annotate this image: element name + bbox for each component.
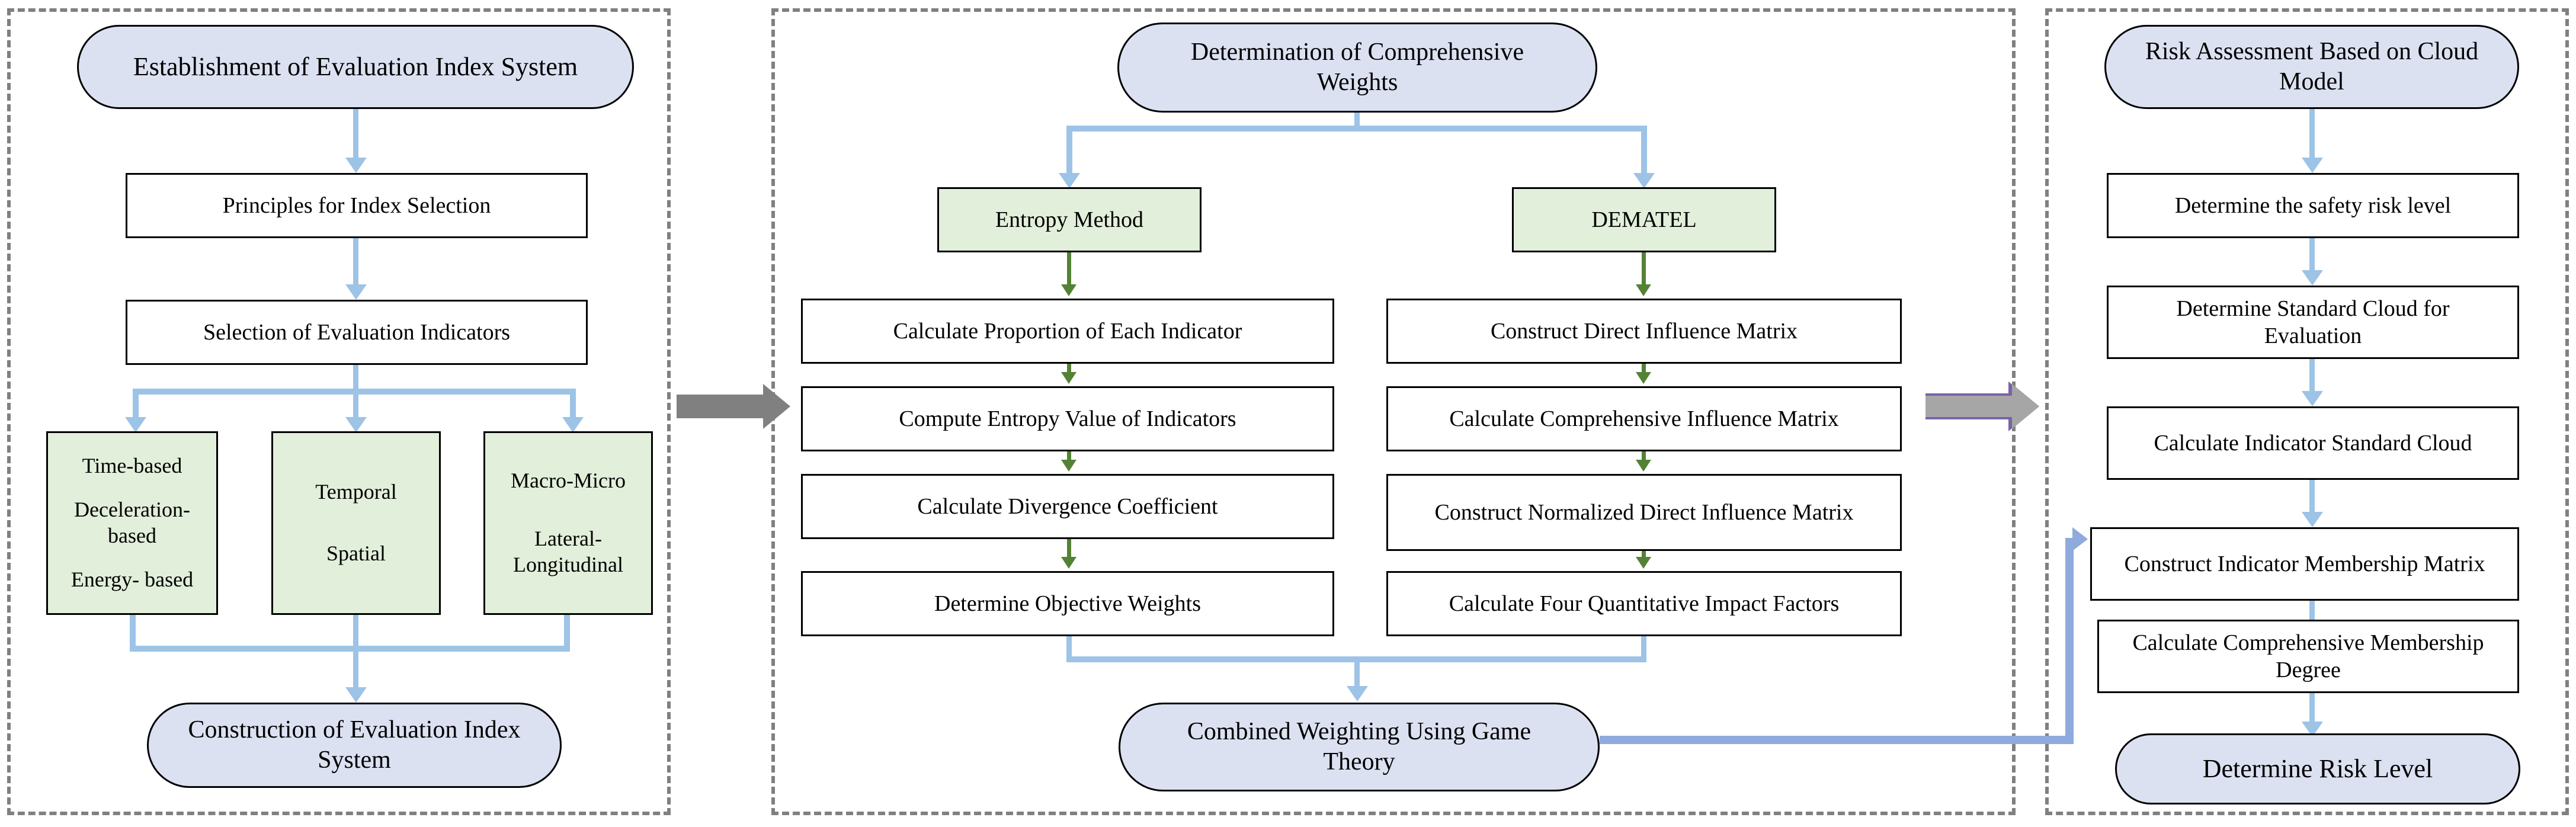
connector-p1-merge-stem — [353, 646, 358, 690]
connector-p2-split-left — [1066, 126, 1072, 175]
connector-p1-split-left-head — [125, 417, 146, 432]
node-calculate-divergence: Calculate Divergence Coefficient — [801, 474, 1334, 539]
connector-p2-d-d-head — [1636, 557, 1651, 569]
connector-p2-split-right-head — [1633, 173, 1655, 188]
risk-assessment-title-text: Risk Assessment Based on Cloud Model — [2145, 37, 2479, 95]
connector-p1-b-head — [345, 284, 367, 300]
connector-p3-f-line — [2309, 693, 2315, 726]
connector-p1-a-line — [353, 109, 358, 159]
connector-p3-c-line — [2309, 359, 2315, 395]
connector-p1-split-left — [133, 389, 139, 419]
feedback-arrow-head — [2072, 527, 2088, 551]
connector-p2-split-left-head — [1059, 173, 1080, 188]
combined-weighting-text: Combined Weighting Using Game Theory — [1187, 717, 1531, 775]
connector-p1-merge-left — [130, 615, 136, 650]
node-entropy-method: Entropy Method — [937, 187, 1202, 252]
node-calculate-comprehensive-membership-degree: Calculate Comprehensive Membership Degre… — [2097, 620, 2519, 693]
connector-p3-b-head — [2302, 270, 2323, 286]
node-indicator-group-temporal: Temporal Spatial — [271, 431, 441, 615]
node-calculate-indicator-standard-cloud: Calculate Indicator Standard Cloud — [2107, 406, 2519, 480]
node-calculate-four-quantitative-impact-factors: Calculate Four Quantitative Impact Facto… — [1386, 571, 1902, 636]
node-selection-of-evaluation-indicators: Selection of Evaluation Indicators — [126, 300, 588, 365]
feedback-line-horizontal — [1600, 736, 2074, 744]
block-arrow-panel2-to-panel3 — [1925, 382, 2044, 431]
connector-p1-merge-right — [564, 615, 570, 650]
node-risk-assessment-title: Risk Assessment Based on Cloud Model — [2104, 25, 2519, 109]
connector-p2-d-b-head — [1636, 372, 1651, 384]
indicator-group-time-line-3: Energy- based — [71, 567, 194, 591]
connector-p1-split-stem — [353, 365, 358, 392]
connector-p1-split-mid-head — [345, 417, 367, 432]
connector-p1-split-mid — [353, 389, 358, 419]
connector-p3-e-line — [2309, 601, 2315, 634]
node-calculate-comprehensive-influence-matrix: Calculate Comprehensive Influence Matrix — [1386, 386, 1902, 451]
connector-p2-e-a-line — [1067, 252, 1071, 289]
connector-p2-e-d-head — [1061, 557, 1076, 569]
connector-p2-split-right — [1641, 126, 1647, 175]
indicator-group-time-line-2: Deceleration-based — [74, 498, 190, 547]
node-construct-normalized-direct-influence-matrix: Construct Normalized Direct Influence Ma… — [1386, 474, 1902, 551]
node-determine-risk-level: Determine Risk Level — [2115, 733, 2520, 804]
panel-risk-assessment — [2045, 8, 2569, 815]
connector-p3-a-head — [2302, 158, 2323, 173]
connector-p2-merge-right — [1641, 636, 1646, 661]
connector-p1-a-head — [345, 158, 367, 173]
indicator-group-temporal-line-1: Temporal — [315, 480, 397, 504]
panel-establishment — [7, 8, 671, 815]
node-dematel: DEMATEL — [1512, 187, 1776, 252]
connector-p2-merge-left — [1066, 636, 1072, 661]
connector-p2-split-stem — [1354, 113, 1360, 129]
feedback-line-vertical — [2065, 538, 2074, 744]
node-determine-objective-weights: Determine Objective Weights — [801, 571, 1334, 636]
determination-title-text: Determination of Comprehensive Weights — [1190, 38, 1524, 96]
node-construct-direct-influence-matrix: Construct Direct Influence Matrix — [1386, 299, 1902, 364]
indicator-group-macro-line-2: Lateral-Longitudinal — [513, 527, 623, 576]
connector-p2-e-a-head — [1061, 284, 1076, 296]
connector-p2-d-a-head — [1636, 284, 1651, 296]
connector-p2-merge-head — [1347, 686, 1368, 701]
connector-p1-split-right — [570, 389, 576, 419]
connector-p2-split-bus — [1066, 126, 1647, 132]
node-determination-title: Determination of Comprehensive Weights — [1117, 23, 1597, 113]
node-indicator-group-macro: Macro-Micro Lateral-Longitudinal — [483, 431, 653, 615]
node-determine-safety-risk-level: Determine the safety risk level — [2107, 173, 2519, 238]
connector-p1-merge-bus — [130, 646, 570, 652]
node-principles-for-index-selection: Principles for Index Selection — [126, 173, 588, 238]
node-compute-entropy-value: Compute Entropy Value of Indicators — [801, 386, 1334, 451]
connector-p3-c-head — [2302, 391, 2323, 406]
node-construct-indicator-membership-matrix: Construct Indicator Membership Matrix — [2090, 527, 2519, 601]
node-determine-standard-cloud: Determine Standard Cloud for Evaluation — [2107, 286, 2519, 359]
connector-p1-merge-mid — [353, 615, 358, 650]
connector-p1-b-line — [353, 238, 358, 286]
indicator-group-macro-line-1: Macro-Micro — [511, 469, 626, 493]
node-establishment-title: Establishment of Evaluation Index System — [77, 25, 634, 109]
indicator-group-temporal-line-2: Spatial — [326, 541, 386, 565]
connector-p1-split-right-head — [562, 417, 584, 432]
connector-p2-d-a-line — [1642, 252, 1646, 289]
connector-p2-e-b-head — [1061, 372, 1076, 384]
connector-p3-a-line — [2309, 109, 2315, 159]
connector-p2-merge-stem — [1354, 656, 1360, 690]
connector-p3-d-head — [2302, 512, 2323, 527]
connector-p3-b-line — [2309, 238, 2315, 274]
indicator-group-time-line-1: Time-based — [82, 454, 182, 478]
connector-p1-merge-head — [345, 687, 367, 703]
node-calculate-proportion: Calculate Proportion of Each Indicator — [801, 299, 1334, 364]
node-combined-weighting-game-theory: Combined Weighting Using Game Theory — [1119, 703, 1600, 791]
block-arrow-panel1-to-panel2 — [677, 384, 790, 429]
connector-p2-e-d-line — [1067, 525, 1071, 562]
connector-p3-d-line — [2309, 480, 2315, 515]
connector-p2-e-c-head — [1061, 460, 1076, 472]
connector-p2-d-c-head — [1636, 460, 1651, 472]
node-construction-of-index-system: Construction of Evaluation Index System — [147, 703, 562, 788]
node-indicator-group-time: Time-based Deceleration-based Energy- ba… — [46, 431, 218, 615]
